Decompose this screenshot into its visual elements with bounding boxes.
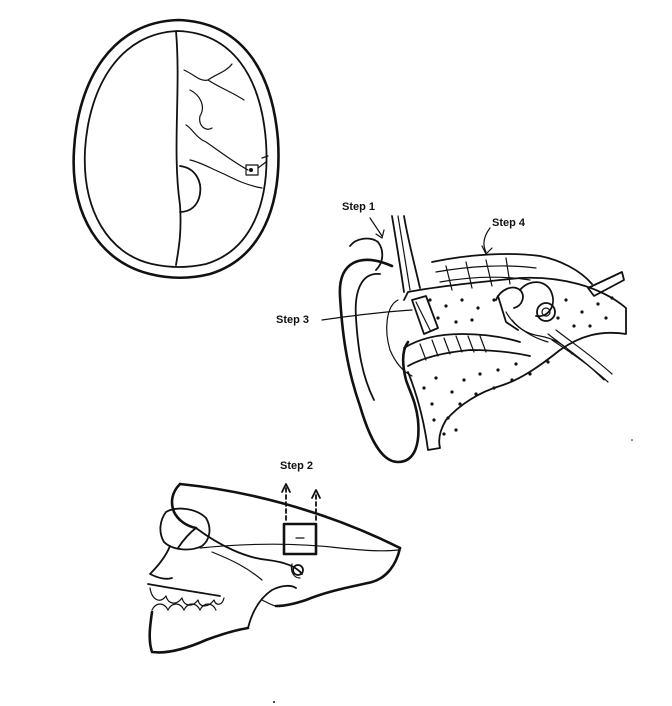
step-1-arrow — [369, 217, 383, 237]
step-2-callout: Step 2 — [280, 460, 313, 472]
step-2-label: Step 2 — [280, 460, 313, 472]
craniotomy-rectangle — [282, 522, 318, 556]
inner-ear — [495, 281, 613, 383]
step-1-callout: Step 1 — [342, 201, 385, 239]
step-3-callout: Step 3 — [276, 309, 413, 326]
ear-cross-section — [338, 215, 627, 464]
skull-side-view — [147, 482, 402, 654]
step-4-callout: Step 4 — [481, 217, 526, 255]
step-4-arrow — [483, 227, 491, 253]
bone-stipple — [422, 296, 614, 436]
step-4-label: Step 4 — [492, 217, 526, 229]
step-3-label: Step 3 — [276, 314, 309, 326]
step-1-label: Step 1 — [342, 201, 375, 213]
step-3-leader — [321, 309, 413, 321]
skull-top-view — [72, 18, 280, 280]
lower-teeth — [151, 603, 217, 611]
